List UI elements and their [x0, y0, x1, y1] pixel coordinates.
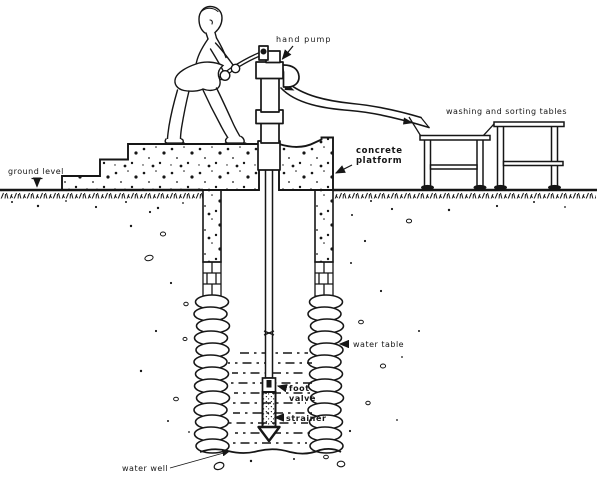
- pump-lower-body: [260, 122, 280, 144]
- label-valve: valve: [289, 394, 316, 403]
- pump-base: [257, 140, 281, 171]
- pump-spout: [281, 64, 300, 88]
- well-wall-right: [314, 189, 334, 297]
- drain-chute: [280, 81, 430, 129]
- leader-arrows: [31, 45, 353, 469]
- platform-right-slab: [278, 136, 334, 191]
- platform-steps: [61, 143, 260, 191]
- leader-foot-valve: [276, 384, 288, 393]
- riser-pipe: [263, 167, 275, 379]
- person-hands: [219, 63, 241, 81]
- concrete-platform: [61, 136, 334, 191]
- pump-pivot-pin: [260, 48, 267, 55]
- strainer-tip: [257, 425, 281, 443]
- well-wall-left: [202, 189, 222, 297]
- label-ground-level: ground level: [8, 167, 64, 176]
- label-water-table: water table: [353, 340, 404, 349]
- hand-pump-body: [255, 45, 300, 171]
- brick-course-right: [314, 261, 334, 297]
- pump-upper-body: [260, 77, 280, 113]
- well-lining-rings-right: [307, 294, 345, 454]
- label-washing-sorting-tables: washing and sorting tables: [446, 107, 567, 116]
- label-hand-pump: hand pump: [276, 35, 332, 44]
- label-water-well: water well: [122, 464, 168, 473]
- label-foot: foot: [289, 384, 310, 393]
- label-concrete: concrete: [356, 146, 403, 156]
- label-strainer: strainer: [286, 414, 327, 423]
- leader-hand-pump: [281, 45, 294, 60]
- leader-concrete-platform: [334, 164, 353, 174]
- table-2: [493, 121, 565, 191]
- label-platform: platform: [356, 156, 402, 166]
- well-lining-rings-left: [193, 294, 231, 454]
- foot-valve: [261, 377, 277, 393]
- ground-surface: [0, 188, 597, 199]
- table-1: [419, 134, 491, 191]
- washing-sorting-tables: [408, 116, 565, 191]
- diagram-labels: hand pump washing and sorting tables con…: [8, 35, 567, 473]
- person-figure: [164, 5, 247, 145]
- strainer-body: [261, 391, 277, 428]
- pump-head: [255, 61, 284, 80]
- pipe-coupling: [263, 330, 275, 336]
- leader-water-well: [169, 450, 230, 469]
- soil-pebbles: [11, 200, 566, 471]
- brick-course-left: [202, 261, 222, 297]
